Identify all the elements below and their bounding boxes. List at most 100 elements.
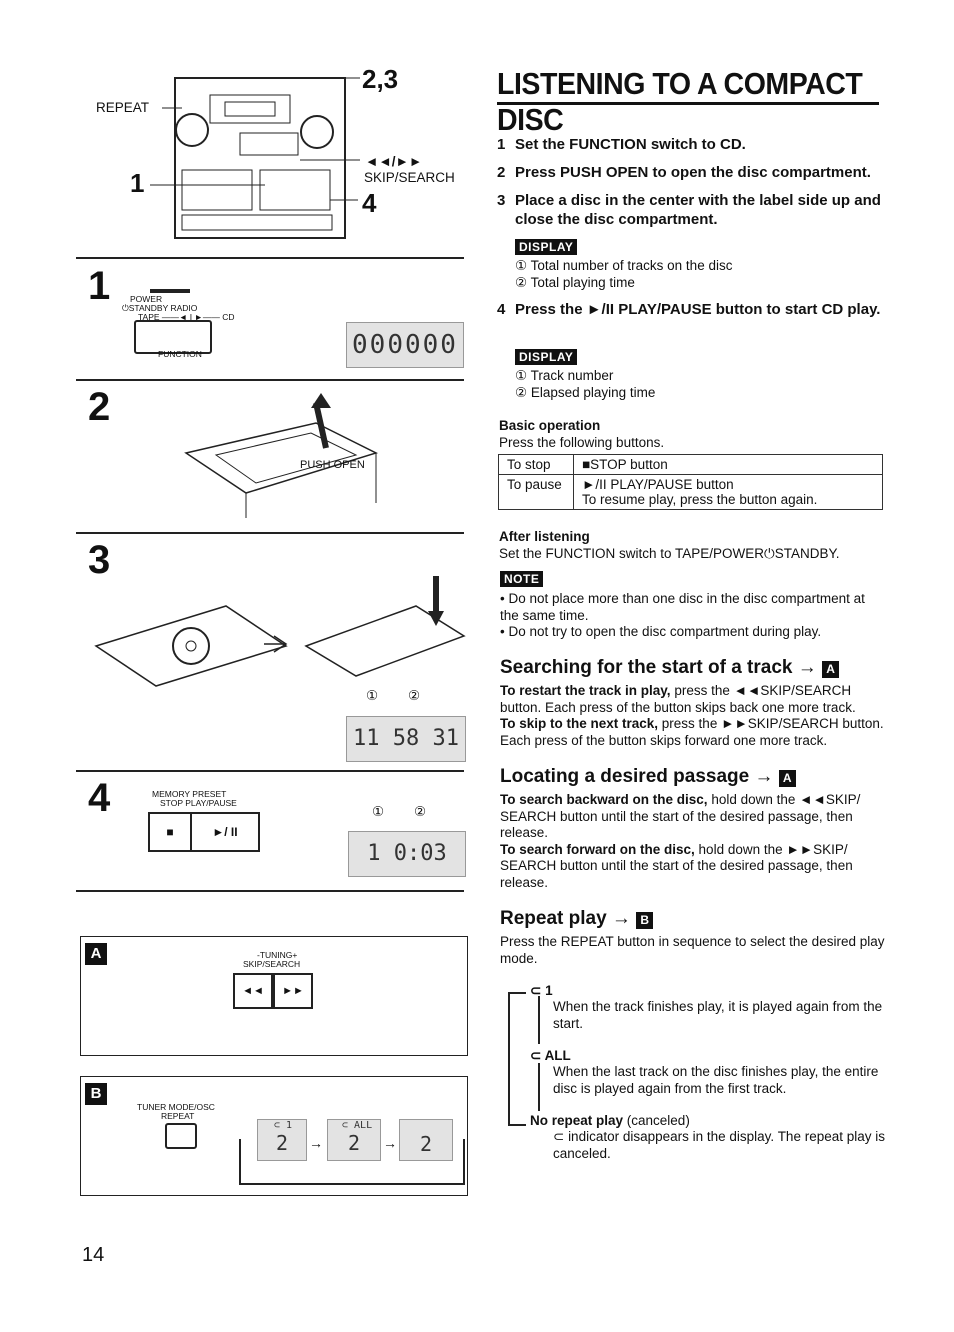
step-2: 2 Press PUSH OPEN to open the disc compa… [497,163,885,182]
table-row: To pause ►/II PLAY/PAUSE button To resum… [498,474,883,510]
cycle-arrow [538,996,540,1044]
repeat-lcd-off: 2 [399,1119,453,1161]
search-heading-text: Searching for the start of a track → [500,657,817,678]
figure-a-box: A -TUNING+ SKIP/SEARCH ◄◄ ►► [80,936,468,1056]
display-badge-text: DISPLAY [515,349,578,365]
repeat-mode-all: ⊂ ALL [530,1048,571,1063]
repeat-1-indicator: ⊂ 1 [274,1120,293,1131]
repeat-lcd-all-digit: 2 [347,1131,361,1155]
display-badge-2: DISPLAY [515,348,578,366]
display-badge-1: DISPLAY [515,238,578,256]
callout-2-3: 2,3 [362,64,399,94]
skip-glyph: ◄◄/►► [365,154,423,169]
stereo-unit-drawing [150,77,360,239]
repeat-mode-off: No repeat play (canceled) [530,1113,690,1130]
cycle-arrow [538,1063,540,1111]
page-number: 14 [82,1244,105,1266]
step3-figure: 3 ① ② 11 58 31 [76,536,466,766]
repeat-lcd-off-digit: 2 [419,1132,433,1156]
repeat-mode-off-text: (canceled) [623,1113,690,1128]
step4-number: 4 [88,776,111,820]
table-row: To stop ■STOP button [498,454,883,475]
locate-bold-1: To search backward on the disc, [500,792,708,807]
notes-list: • Do not place more than one disc in the… [500,591,886,641]
search-heading: Searching for the start of a track → A [500,657,840,679]
repeat-mode-1: ⊂ 1 [530,983,553,998]
display-badge-text: DISPLAY [515,239,578,255]
note-item: • Do not place more than one disc in the… [500,591,865,623]
step-num: 1 [497,136,506,153]
step4-figure: 4 MEMORY PRESET STOP PLAY/PAUSE ■ ►/ II … [76,774,466,884]
locate-text-1: hold down the ◄◄SKIP/ SEARCH button unti… [500,792,861,840]
step1-figure: 1 POWER ⏻STANDBY RADIO TAPE ——◄ I ►—— CD… [76,262,466,377]
table-cell-action: To stop [498,454,574,475]
repeat-mode-all-desc: When the last track on the disc finishes… [553,1064,879,1096]
title-underline [497,102,879,105]
repeat-mode-off-desc: ⊂ indicator disappears in the display. T… [553,1129,885,1161]
figure-a-label: A [85,943,107,965]
step-num: 3 [497,192,506,209]
repeat-heading: Repeat play → B [500,908,654,930]
step-1: 1 Set the FUNCTION switch to CD. [497,135,885,154]
stop-play-label: STOP PLAY/PAUSE [160,798,237,808]
locate-text-2: hold down the ►►SKIP/ SEARCH button unti… [500,841,853,890]
table-cell-button: ►/II PLAY/PAUSE button To resume play, p… [573,474,883,510]
step-num: 2 [497,164,506,181]
repeat-label-b: REPEAT [161,1111,195,1121]
figure-b-box: B TUNER MODE/OSC REPEAT ⊂ 1 2 → ⊂ ALL 2 … [80,1076,468,1196]
display-lcd-step3: 11 58 31 [346,716,466,762]
function-switch[interactable] [134,320,212,354]
disc-compartment-open-drawing [184,393,379,518]
step1-number: 1 [88,264,111,308]
repeat-all-indicator: ⊂ ALL [342,1120,373,1131]
locate-body: To search backward on the disc, hold dow… [500,792,886,891]
repeat-mode-off-bold: No repeat play [530,1113,624,1128]
repeat-mode-1-text: 1 [545,983,553,998]
search-figure-ref: A [822,661,840,678]
stereo-overview-figure: REPEAT 2,3 1 4 ◄◄/►► SKIP/SEARCH [90,60,470,250]
stop-button[interactable]: ■ [148,812,192,852]
skip-search-label-a: SKIP/SEARCH [243,959,301,969]
callout-circled-2-step4: ② [414,804,427,819]
button-name: ►/II PLAY/PAUSE button [582,477,734,492]
display1-item: ① Total number of tracks on the disc [515,258,733,273]
repeat-button[interactable] [165,1123,197,1149]
arrow-right-icon [150,289,190,293]
note-item: • Do not try to open the disc compartmen… [500,624,822,639]
skip-forward-button[interactable]: ►► [273,973,313,1009]
step2-number: 2 [88,385,111,429]
step-text: Press the ►/II PLAY/PAUSE button to star… [515,301,881,318]
repeat-lcd-1-digit: 2 [275,1131,289,1155]
note-badge-text: NOTE [500,571,544,587]
skip-back-button[interactable]: ◄◄ [233,973,273,1009]
step-list: 1 Set the FUNCTION switch to CD. 2 Press… [497,135,885,229]
display1-item: ② Total playing time [515,274,635,290]
step2-figure: 2 PUSH OPEN [76,383,466,523]
display2-item: ① Track number [515,368,614,383]
function-label: FUNCTION [158,349,202,359]
repeat-mode-all-text: ALL [544,1048,571,1063]
repeat-lcd-1: ⊂ 1 2 [257,1119,307,1161]
loop-bracket [239,1139,465,1185]
table-cell-action: To pause [498,474,574,510]
search-bold-1: To restart the track in play, [500,683,671,698]
basic-operation-heading: Basic operation [499,418,601,433]
search-bold-2: To skip to the next track, [500,716,659,731]
search-text-2: press the ►►SKIP/SEARCH button. Each pre… [500,716,884,748]
step-text: Set the FUNCTION switch to CD. [515,136,746,153]
display-lcd-step4: 1 0:03 [348,831,466,877]
table-cell-button: ■STOP button [573,454,883,475]
callout-circled-1-step4: ① [372,804,385,819]
repeat-cycle-bracket [508,992,526,1126]
basic-operation-intro: Press the following buttons. [499,435,665,450]
search-body: To restart the track in play, press the … [500,683,886,749]
push-open-label: PUSH OPEN [300,459,365,471]
display-lcd-step1: 000000 [346,322,464,368]
play-pause-button[interactable]: ►/ II [190,812,260,852]
display2-item: ② Elapsed playing time [515,384,656,400]
callout-1: 1 [130,168,145,198]
note-badge: NOTE [500,570,544,588]
repeat-callout: REPEAT [96,100,150,115]
step-3: 3 Place a disc in the center with the la… [497,191,885,229]
arrow-right-icon: → [383,1135,397,1151]
